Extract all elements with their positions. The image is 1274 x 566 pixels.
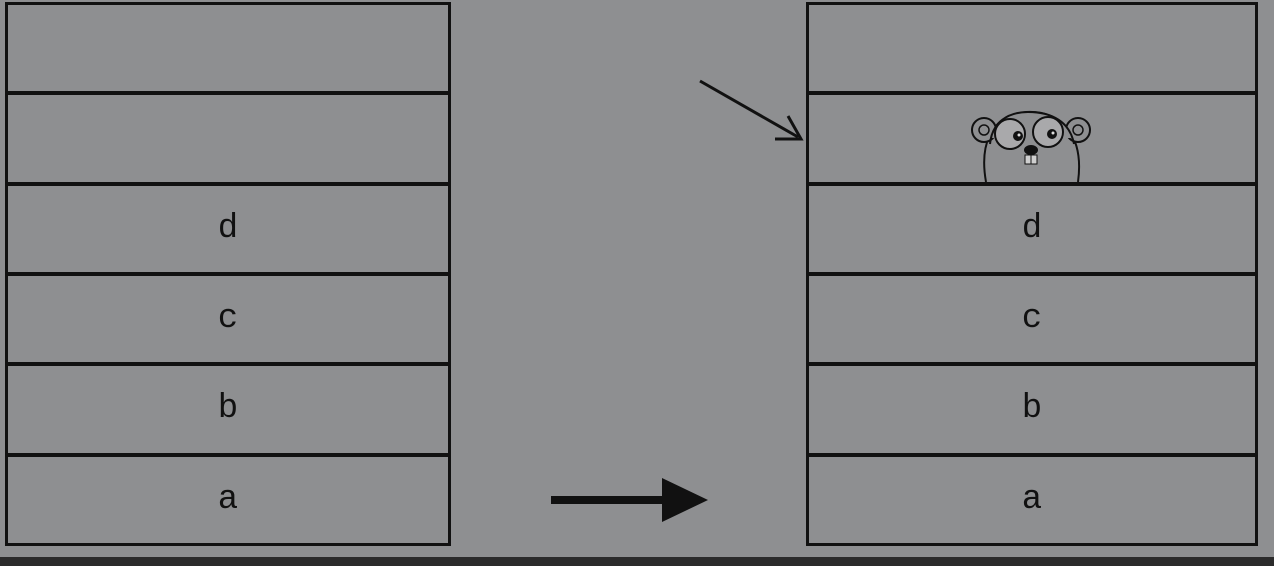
- bottom-bar: [0, 557, 1274, 566]
- left-stack-slot-empty: [8, 95, 448, 186]
- right-stack: d c b a: [806, 2, 1258, 546]
- right-arrow-icon: [551, 478, 708, 522]
- gopher-icon: [971, 110, 1091, 182]
- right-stack-slot-empty-top: [809, 5, 1255, 96]
- left-stack: d c b a: [5, 2, 451, 546]
- left-stack-slot-d: d: [8, 186, 448, 276]
- right-stack-slot-gopher: [809, 95, 1255, 186]
- right-stack-slot-b: b: [809, 366, 1255, 457]
- left-stack-slot-c: c: [8, 276, 448, 367]
- right-stack-slot-a: a: [1021, 480, 1043, 519]
- left-stack-slot-empty-top: [8, 5, 448, 96]
- left-stack-slot-a: a: [217, 480, 239, 519]
- right-stack-slot-d: d: [809, 186, 1255, 276]
- left-stack-slot-b: b: [8, 366, 448, 457]
- pointer-arrow-icon: [699, 79, 804, 141]
- right-stack-slot-c: c: [809, 276, 1255, 367]
